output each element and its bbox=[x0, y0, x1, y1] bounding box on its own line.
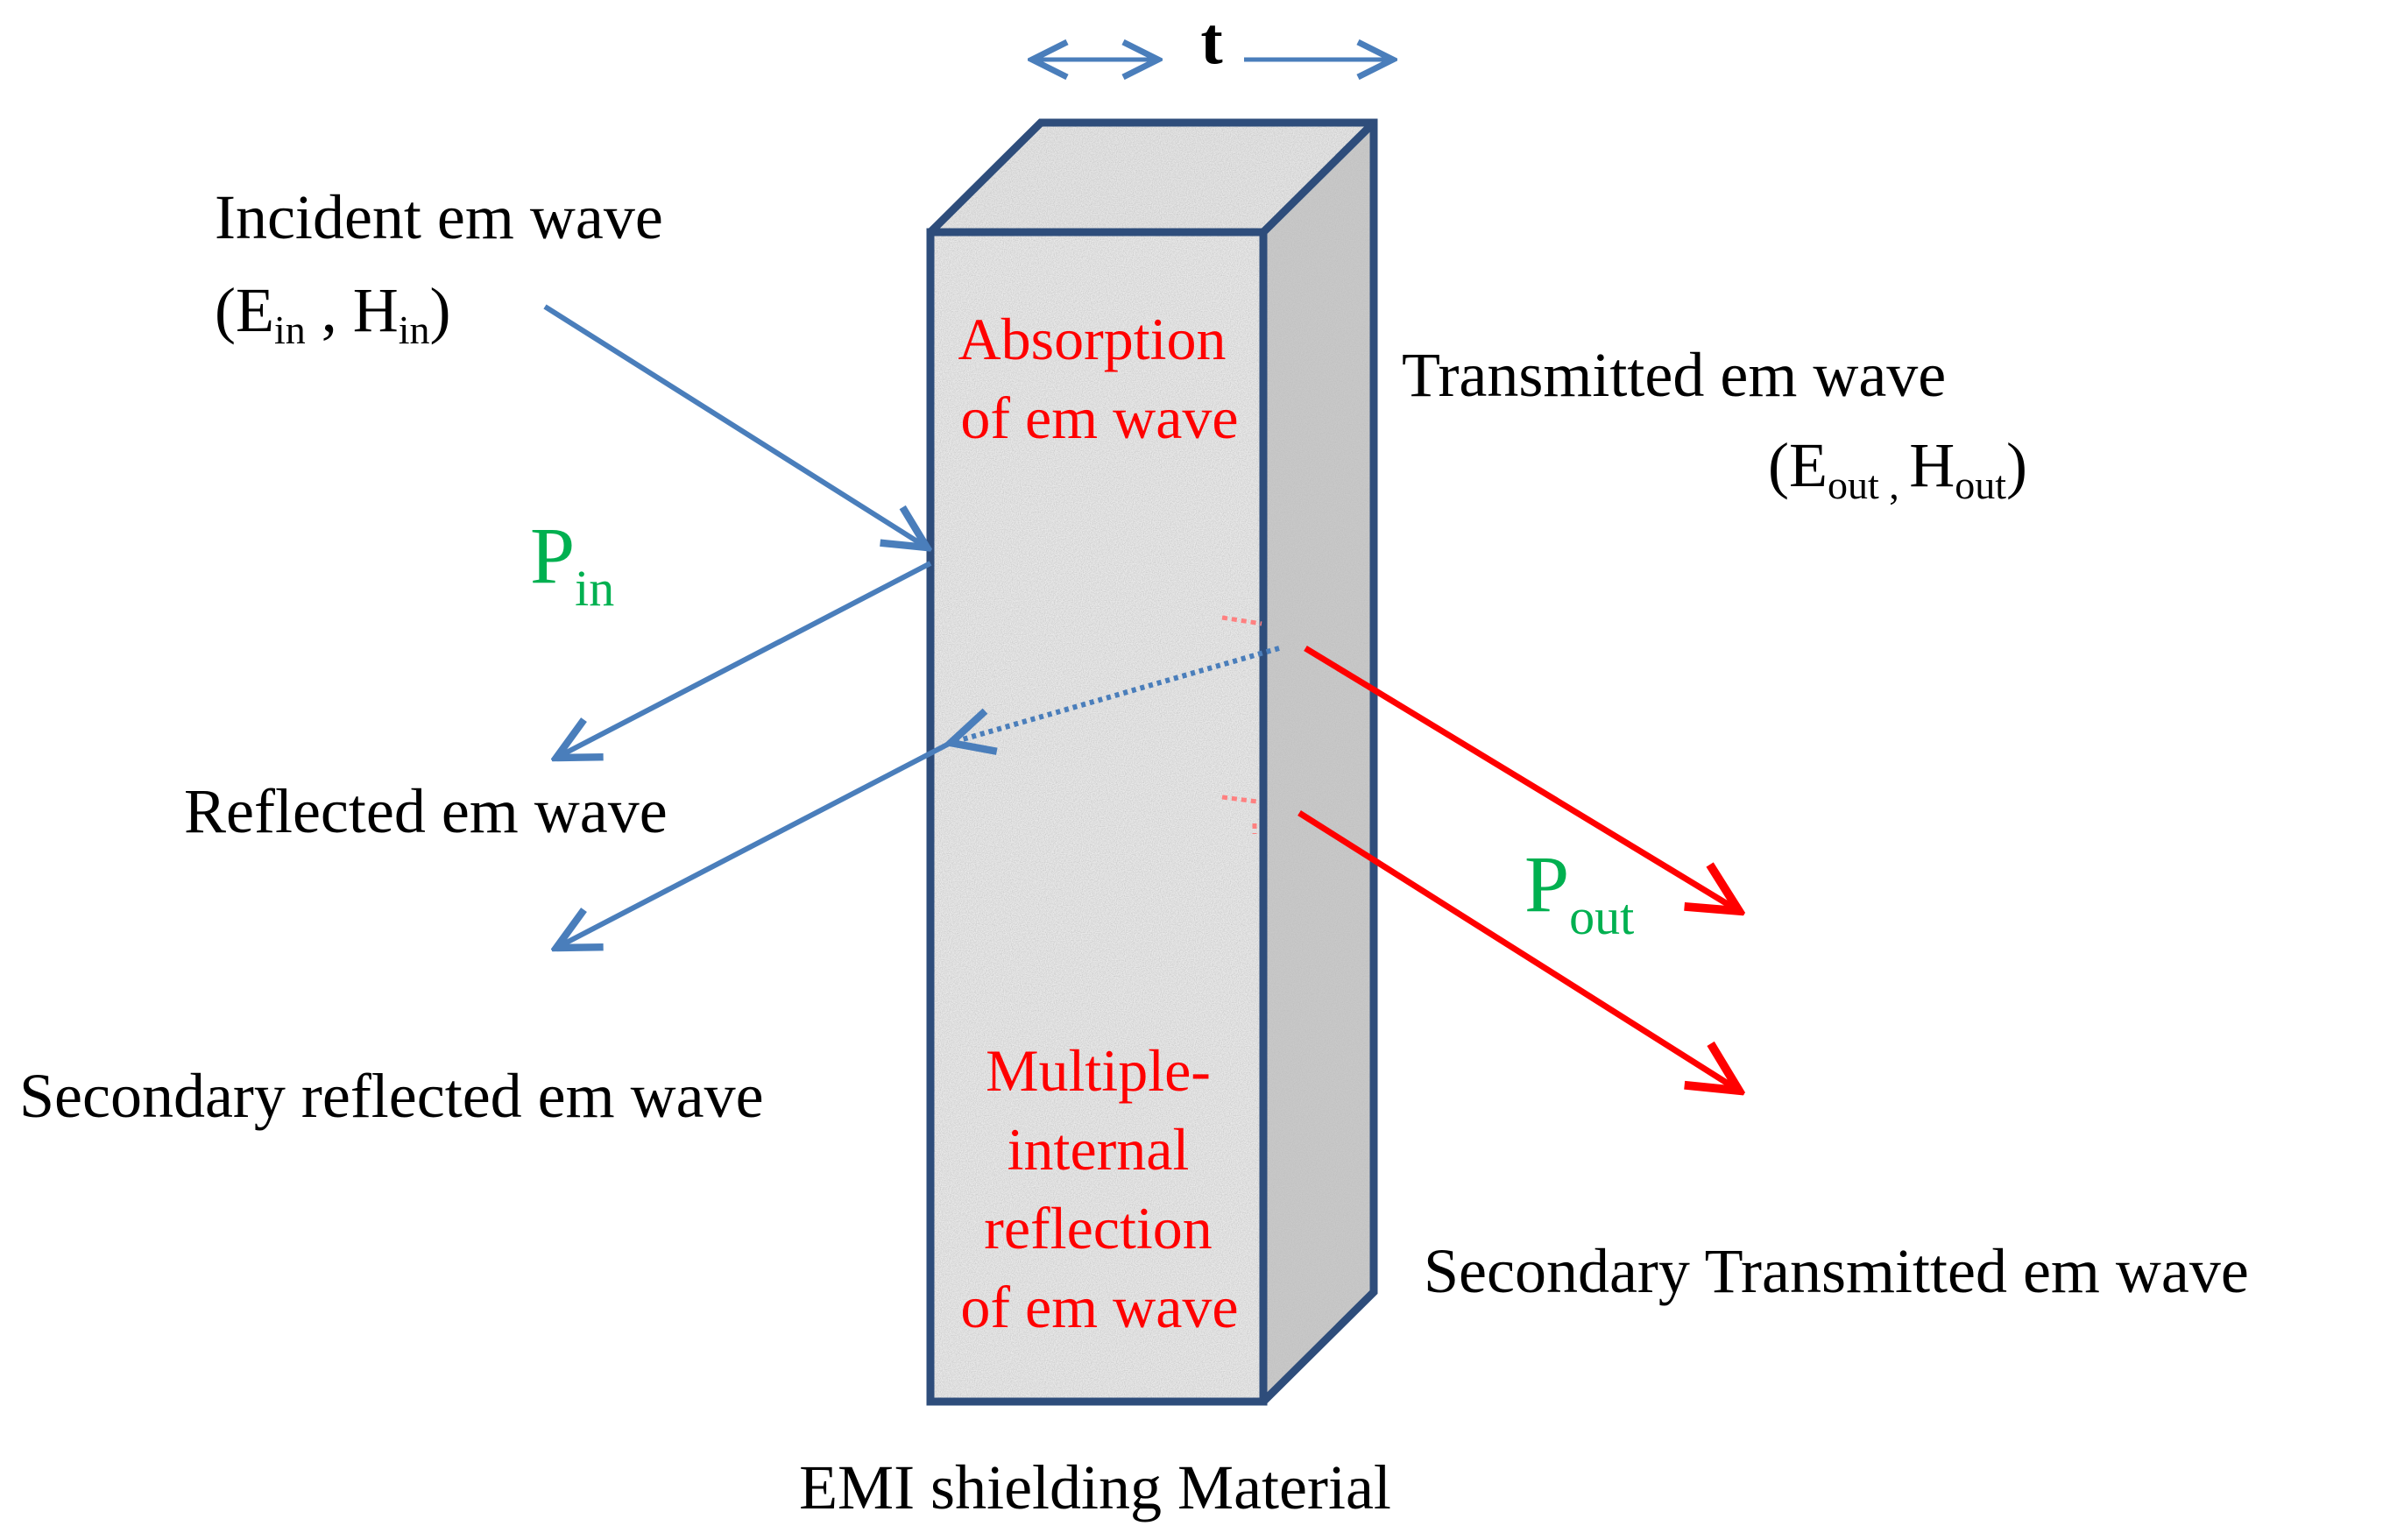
multiple-line1: Multiple- bbox=[986, 1037, 1211, 1104]
transmitted-field-h: H bbox=[1909, 430, 1955, 500]
multiple-line2: internal bbox=[1008, 1116, 1190, 1183]
secondary-transmitted-wave-label: Secondary Transmitted em wave bbox=[1424, 1236, 2249, 1306]
absorption-line2: of em wave bbox=[960, 385, 1238, 451]
p-out-label: Pout bbox=[1524, 839, 1634, 945]
p-in-sub: in bbox=[575, 560, 614, 617]
p-out-base: P bbox=[1524, 839, 1569, 929]
thickness-label: t bbox=[1200, 4, 1222, 78]
incident-field-sep: , H bbox=[306, 275, 399, 345]
transmitted-e-sub: out bbox=[1828, 463, 1879, 507]
incident-field-label: (Ein , Hin) bbox=[215, 275, 451, 352]
transmitted-field-open: (E bbox=[1768, 430, 1828, 500]
secondary-reflected-wave-label: Secondary reflected em wave bbox=[19, 1061, 764, 1131]
shielding-slab bbox=[926, 118, 1378, 1406]
absorption-label: Absorption of em wave bbox=[958, 306, 1241, 451]
transmitted-arrow bbox=[1304, 646, 1739, 911]
incident-field-open: (E bbox=[215, 275, 274, 345]
p-out-sub: out bbox=[1569, 888, 1634, 945]
incident-e-sub: in bbox=[274, 307, 306, 352]
multiple-line3: reflection bbox=[984, 1195, 1213, 1261]
incident-wave-label: Incident em wave bbox=[215, 182, 663, 252]
p-in-base: P bbox=[530, 511, 575, 600]
multiple-line4: of em wave bbox=[960, 1274, 1238, 1340]
internal-marks bbox=[1221, 615, 1262, 834]
thickness-arrow: t bbox=[1032, 4, 1393, 78]
secondary-transmitted-arrow bbox=[1298, 810, 1739, 1091]
transmitted-field-label: (Eout , Hout) bbox=[1768, 430, 2027, 507]
incident-h-sub: in bbox=[399, 307, 430, 352]
transmitted-wave-label: Transmitted em wave bbox=[1402, 340, 1946, 410]
incident-field-close: ) bbox=[430, 275, 451, 345]
incident-arrow bbox=[543, 304, 927, 547]
p-in-label: Pin bbox=[530, 511, 614, 617]
reflected-arrow bbox=[556, 561, 932, 758]
reflected-wave-label: Reflected em wave bbox=[184, 776, 668, 846]
secondary-reflected-arrow bbox=[556, 740, 952, 948]
material-label: EMI shielding Material bbox=[799, 1452, 1391, 1522]
transmitted-field-close: ) bbox=[2006, 430, 2027, 500]
multiple-reflection-label: Multiple- internal reflection of em wave bbox=[960, 1037, 1238, 1340]
transmitted-field-sep: , bbox=[1879, 463, 1910, 507]
absorption-line1: Absorption bbox=[958, 306, 1227, 372]
transmitted-h-sub: out bbox=[1955, 463, 2006, 507]
